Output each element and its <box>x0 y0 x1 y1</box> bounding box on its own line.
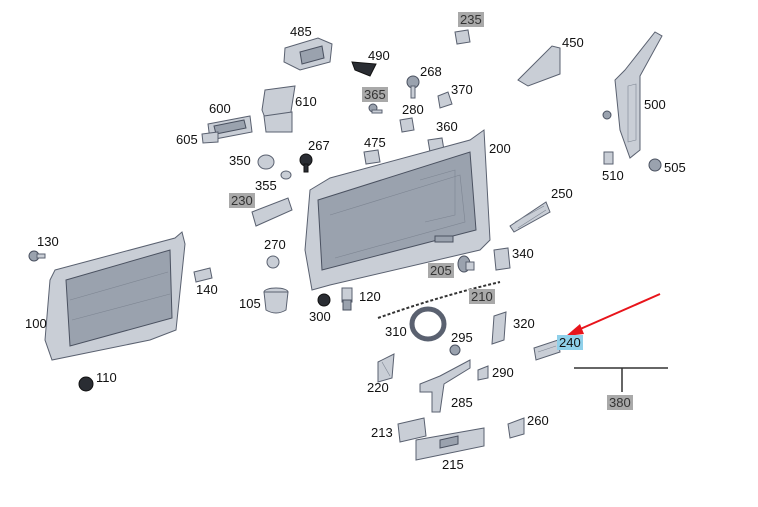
part-260[interactable] <box>507 417 525 439</box>
label-350[interactable]: 350 <box>229 153 251 168</box>
label-268[interactable]: 268 <box>420 64 442 79</box>
label-250[interactable]: 250 <box>551 186 573 201</box>
label-450[interactable]: 450 <box>562 35 584 50</box>
part-500[interactable] <box>602 31 663 159</box>
part-285[interactable] <box>419 359 471 413</box>
part-310[interactable] <box>409 306 447 342</box>
label-260[interactable]: 260 <box>527 413 549 428</box>
part-205[interactable] <box>457 255 475 273</box>
part-240[interactable] <box>533 339 561 361</box>
label-340[interactable]: 340 <box>512 246 534 261</box>
part-340[interactable] <box>493 247 511 271</box>
part-320[interactable] <box>491 311 507 345</box>
part-215[interactable] <box>415 427 485 461</box>
part-485[interactable] <box>283 37 333 71</box>
label-290[interactable]: 290 <box>492 365 514 380</box>
part-230[interactable] <box>251 197 293 227</box>
part-267[interactable] <box>299 153 313 173</box>
part-105[interactable] <box>263 287 289 314</box>
label-220[interactable]: 220 <box>367 380 389 395</box>
part-110[interactable] <box>78 376 94 392</box>
label-505[interactable]: 505 <box>664 160 686 175</box>
part-140[interactable] <box>193 267 213 283</box>
part-250[interactable] <box>509 201 551 233</box>
label-270[interactable]: 270 <box>264 237 286 252</box>
label-235[interactable]: 235 <box>458 12 484 27</box>
part-370[interactable] <box>437 91 453 109</box>
group-line-380 <box>574 367 668 392</box>
label-295[interactable]: 295 <box>451 330 473 345</box>
part-280[interactable] <box>399 117 415 133</box>
label-490[interactable]: 490 <box>368 48 390 63</box>
part-505[interactable] <box>648 158 662 172</box>
part-300[interactable] <box>317 293 331 307</box>
part-268[interactable] <box>406 75 420 99</box>
part-290[interactable] <box>477 365 489 381</box>
label-485[interactable]: 485 <box>290 24 312 39</box>
label-285[interactable]: 285 <box>451 395 473 410</box>
label-300[interactable]: 300 <box>309 309 331 324</box>
label-110[interactable]: 110 <box>96 370 117 385</box>
label-365[interactable]: 365 <box>362 87 388 102</box>
part-450[interactable] <box>517 45 561 87</box>
part-600[interactable] <box>207 115 253 141</box>
part-355[interactable] <box>280 170 292 180</box>
label-140[interactable]: 140 <box>196 282 218 297</box>
label-213[interactable]: 213 <box>371 425 393 440</box>
label-370[interactable]: 370 <box>451 82 473 97</box>
label-510[interactable]: 510 <box>602 168 624 183</box>
part-213[interactable] <box>397 417 427 443</box>
part-475[interactable] <box>363 149 381 165</box>
part-510[interactable] <box>603 151 614 165</box>
part-130[interactable] <box>28 250 46 262</box>
label-120[interactable]: 120 <box>359 289 381 304</box>
label-205[interactable]: 205 <box>428 263 454 278</box>
label-320[interactable]: 320 <box>513 316 535 331</box>
label-475[interactable]: 475 <box>364 135 386 150</box>
label-210[interactable]: 210 <box>469 289 495 304</box>
part-610[interactable] <box>261 85 296 133</box>
label-240[interactable]: 240 <box>557 335 583 350</box>
label-380[interactable]: 380 <box>607 395 633 410</box>
part-270[interactable] <box>266 255 280 269</box>
label-610[interactable]: 610 <box>295 94 317 109</box>
label-310[interactable]: 310 <box>385 324 407 339</box>
label-280[interactable]: 280 <box>402 102 424 117</box>
label-267[interactable]: 267 <box>308 138 330 153</box>
label-355[interactable]: 355 <box>255 178 277 193</box>
part-200[interactable] <box>304 129 491 291</box>
label-130[interactable]: 130 <box>37 234 59 249</box>
part-235[interactable] <box>454 29 471 45</box>
part-605[interactable] <box>201 131 219 144</box>
part-365[interactable] <box>368 103 383 114</box>
label-230[interactable]: 230 <box>229 193 255 208</box>
part-100[interactable] <box>44 231 186 361</box>
red-arrow <box>566 293 661 336</box>
part-120[interactable] <box>341 287 353 311</box>
part-220[interactable] <box>377 353 395 383</box>
label-200[interactable]: 200 <box>489 141 511 156</box>
label-215[interactable]: 215 <box>442 457 464 472</box>
label-605[interactable]: 605 <box>176 132 198 147</box>
part-350[interactable] <box>257 154 275 170</box>
label-500[interactable]: 500 <box>644 97 666 112</box>
label-100[interactable]: 100 <box>25 316 47 331</box>
part-295[interactable] <box>449 344 461 356</box>
label-600[interactable]: 600 <box>209 101 231 116</box>
part-490[interactable] <box>351 61 377 77</box>
label-360[interactable]: 360 <box>436 119 458 134</box>
label-105[interactable]: 105 <box>239 296 261 311</box>
